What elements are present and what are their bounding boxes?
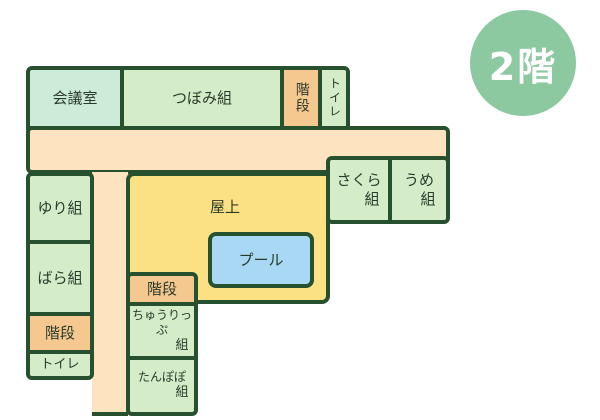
stairs-top-label: 階段: [293, 82, 310, 114]
stairs-mid: 階段: [126, 272, 198, 306]
stairs-left-label: 階段: [44, 323, 75, 342]
floor-badge: 2階: [470, 10, 576, 116]
stairs-left: 階段: [26, 312, 94, 354]
room-meeting-label: 会議室: [52, 88, 98, 107]
room-sakura-label-1: さくら: [336, 171, 382, 190]
room-bara-label: ばら組: [37, 268, 83, 287]
toilet-top-label: トイレ: [327, 77, 342, 119]
toilet-top: トイレ: [318, 66, 350, 130]
rooftop-label: 屋上: [210, 198, 241, 216]
room-ume-label-1: うめ: [403, 171, 434, 190]
room-tanpopo-label-1: たんぽぽ: [137, 370, 186, 385]
room-tanpopo: たんぽぽ組: [126, 356, 198, 416]
room-sakura: さくら組: [326, 156, 392, 224]
room-chulip-label-2: 組: [175, 337, 189, 353]
room-yuri: ゆり組: [26, 172, 94, 244]
room-tsubomi-label: つぼみ組: [171, 88, 232, 107]
room-tanpopo-label-2: 組: [175, 385, 189, 401]
room-sakura-label-2: 組: [364, 190, 380, 208]
floor-badge-label: 2階: [488, 44, 558, 89]
room-ume-label-2: 組: [420, 190, 436, 208]
stairs-mid-label: 階段: [146, 279, 177, 298]
pool-label: プール: [238, 250, 284, 269]
room-ume: うめ組: [388, 156, 450, 224]
toilet-left-label: トイレ: [40, 356, 80, 372]
pool: プール: [208, 232, 314, 288]
room-bara: ばら組: [26, 240, 94, 316]
room-tsubomi: つぼみ組: [120, 66, 284, 130]
room-chulip: ちゅうりっぷ組: [126, 302, 198, 360]
room-chulip-label-1: ちゅうりっぷ: [131, 307, 192, 337]
room-meeting: 会議室: [26, 66, 124, 130]
room-yuri-label: ゆり組: [37, 198, 83, 217]
corridor-vertical: [92, 172, 128, 416]
stairs-top: 階段: [280, 66, 322, 130]
toilet-left: トイレ: [26, 350, 94, 380]
